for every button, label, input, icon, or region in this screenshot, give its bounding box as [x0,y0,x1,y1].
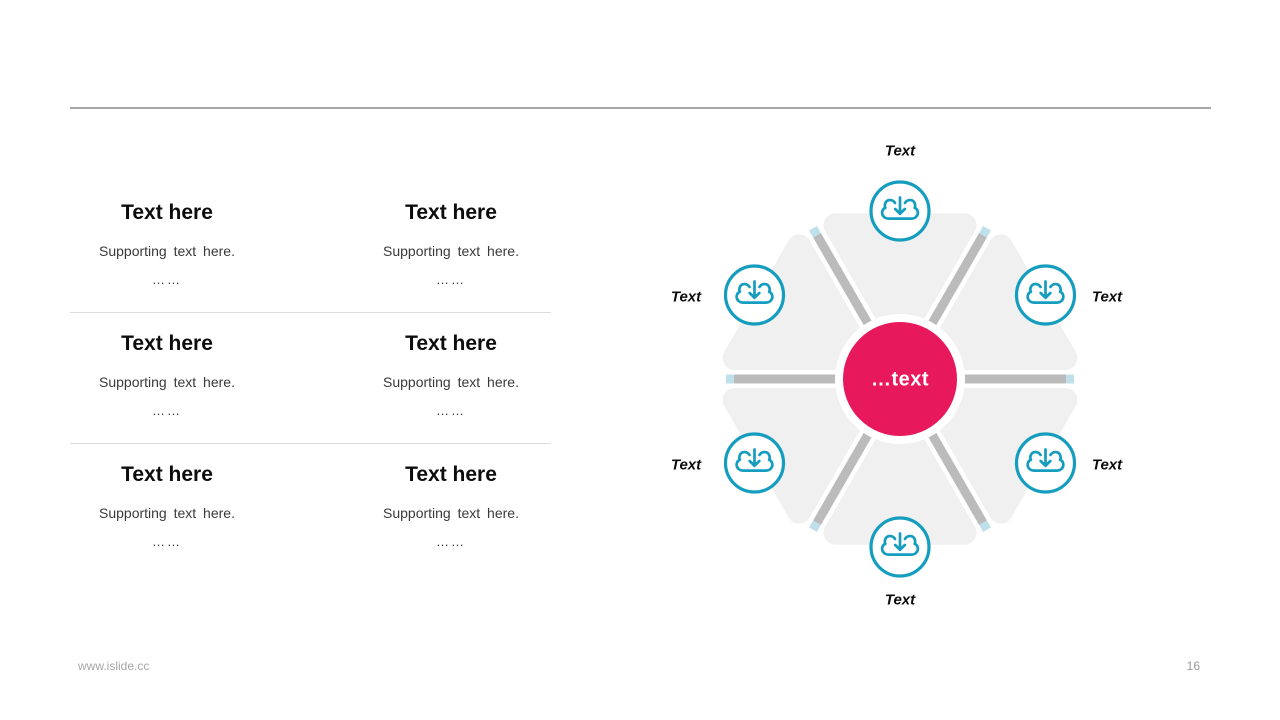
text-block-body: Supporting text here. [99,243,235,259]
header-rule [70,107,1211,109]
text-block-ellipsis: …… [436,403,466,418]
text-block-ellipsis: …… [152,403,182,418]
text-block-heading: Text here [405,463,497,486]
page-number: 16 [1186,659,1200,673]
hexagon-diagram [640,180,1200,578]
text-block-body: Supporting text here. [99,505,235,521]
text-block-body: Supporting text here. [383,505,519,521]
footer-website: www.islide.cc [78,659,150,673]
diagram-node-upper-right [1014,264,1077,326]
center-circle-label: …text [870,368,930,391]
text-block-ellipsis: …… [152,534,182,549]
text-block: Text here Supporting text here. …… [37,331,297,419]
text-block: Text here Supporting text here. …… [37,462,297,550]
diagram-node-bottom [869,516,931,578]
text-block-ellipsis: …… [436,272,466,287]
row-divider [70,312,551,313]
node-label-lower-right: Text [1091,456,1123,474]
text-block: Text here Supporting text here. …… [321,331,581,419]
center-circle [835,314,965,444]
text-block: Text here Supporting text here. …… [37,200,297,288]
row-divider [70,443,551,444]
diagram-node-top [869,180,931,242]
text-block-heading: Text here [121,463,213,486]
node-label-bottom: Text [884,591,916,609]
node-label-lower-left: Text [670,456,702,474]
text-block-ellipsis: …… [152,272,182,287]
text-block-body: Supporting text here. [383,374,519,390]
node-label-upper-left: Text [670,288,702,306]
diagram-node-lower-left [723,432,786,494]
diagram-node-lower-right [1014,432,1077,494]
text-block-ellipsis: …… [436,534,466,549]
text-block: Text here Supporting text here. …… [321,462,581,550]
text-block-heading: Text here [405,201,497,224]
text-block-heading: Text here [121,201,213,224]
node-label-upper-right: Text [1091,288,1123,306]
text-block-heading: Text here [405,332,497,355]
text-block-body: Supporting text here. [99,374,235,390]
text-block-body: Supporting text here. [383,243,519,259]
node-label-top: Text [884,142,916,160]
text-block: Text here Supporting text here. …… [321,200,581,288]
diagram-node-upper-left [723,264,786,326]
text-block-heading: Text here [121,332,213,355]
